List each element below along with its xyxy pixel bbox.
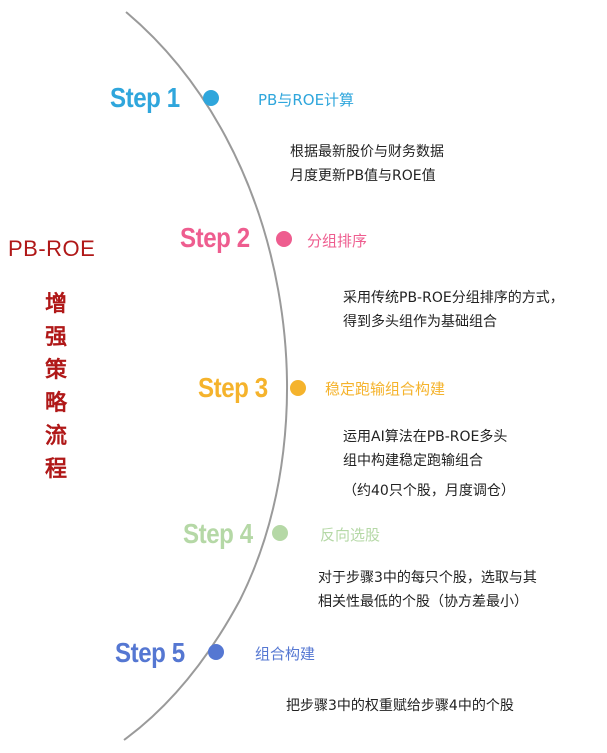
- step-1-desc-line-1: 根据最新股价与财务数据: [290, 144, 444, 160]
- step-1-description: 根据最新股价与财务数据 月度更新PB值与ROE值: [290, 140, 444, 188]
- step-5-desc-line-1: 把步骤3中的权重赋给步骤4中的个股: [286, 698, 514, 714]
- step-4-description: 对于步骤3中的每只个股，选取与其 相关性最低的个股（协方差最小）: [318, 566, 537, 614]
- step-3-label: Step 3: [198, 372, 268, 403]
- side-title: PB-ROE: [8, 236, 96, 261]
- step-1-label: Step 1: [110, 82, 180, 113]
- step-1-desc-line-2: 月度更新PB值与ROE值: [290, 168, 436, 184]
- step-2-desc-line-2: 得到多头组作为基础组合: [343, 314, 497, 330]
- step-2-desc-line-1: 采用传统PB-ROE分组排序的方式，: [343, 290, 564, 306]
- step-3-dot: [290, 380, 306, 396]
- step-5-dot: [208, 644, 224, 660]
- step-5-description: 把步骤3中的权重赋给步骤4中的个股: [286, 694, 514, 718]
- step-5-label: Step 5: [115, 637, 185, 668]
- step-1-title: PB与ROE计算: [258, 91, 355, 109]
- step-2-dot: [276, 231, 292, 247]
- step-1-dot: [203, 90, 219, 106]
- step-2-title: 分组排序: [307, 232, 368, 250]
- step-4-label: Step 4: [183, 518, 253, 549]
- step-3-title: 稳定跑输组合构建: [325, 380, 446, 398]
- step-4-title: 反向选股: [320, 526, 381, 544]
- step-2-description: 采用传统PB-ROE分组排序的方式， 得到多头组作为基础组合: [343, 286, 564, 334]
- step-2-label: Step 2: [180, 222, 250, 253]
- step-3-desc-line-3: （约40只个股，月度调仓）: [343, 483, 515, 499]
- side-subtitle: 增强策略流程: [44, 292, 67, 482]
- step-3-desc-line-2: 组中构建稳定跑输组合: [343, 453, 483, 469]
- step-4-desc-line-1: 对于步骤3中的每只个股，选取与其: [318, 570, 537, 586]
- step-3-desc-line-1: 运用AI算法在PB-ROE多头: [343, 429, 508, 445]
- step-4-desc-line-2: 相关性最低的个股（协方差最小）: [318, 594, 528, 610]
- step-4-dot: [272, 525, 288, 541]
- step-5-title: 组合构建: [255, 645, 316, 663]
- step-3-description: 运用AI算法在PB-ROE多头 组中构建稳定跑输组合 （约40只个股，月度调仓）: [343, 425, 515, 503]
